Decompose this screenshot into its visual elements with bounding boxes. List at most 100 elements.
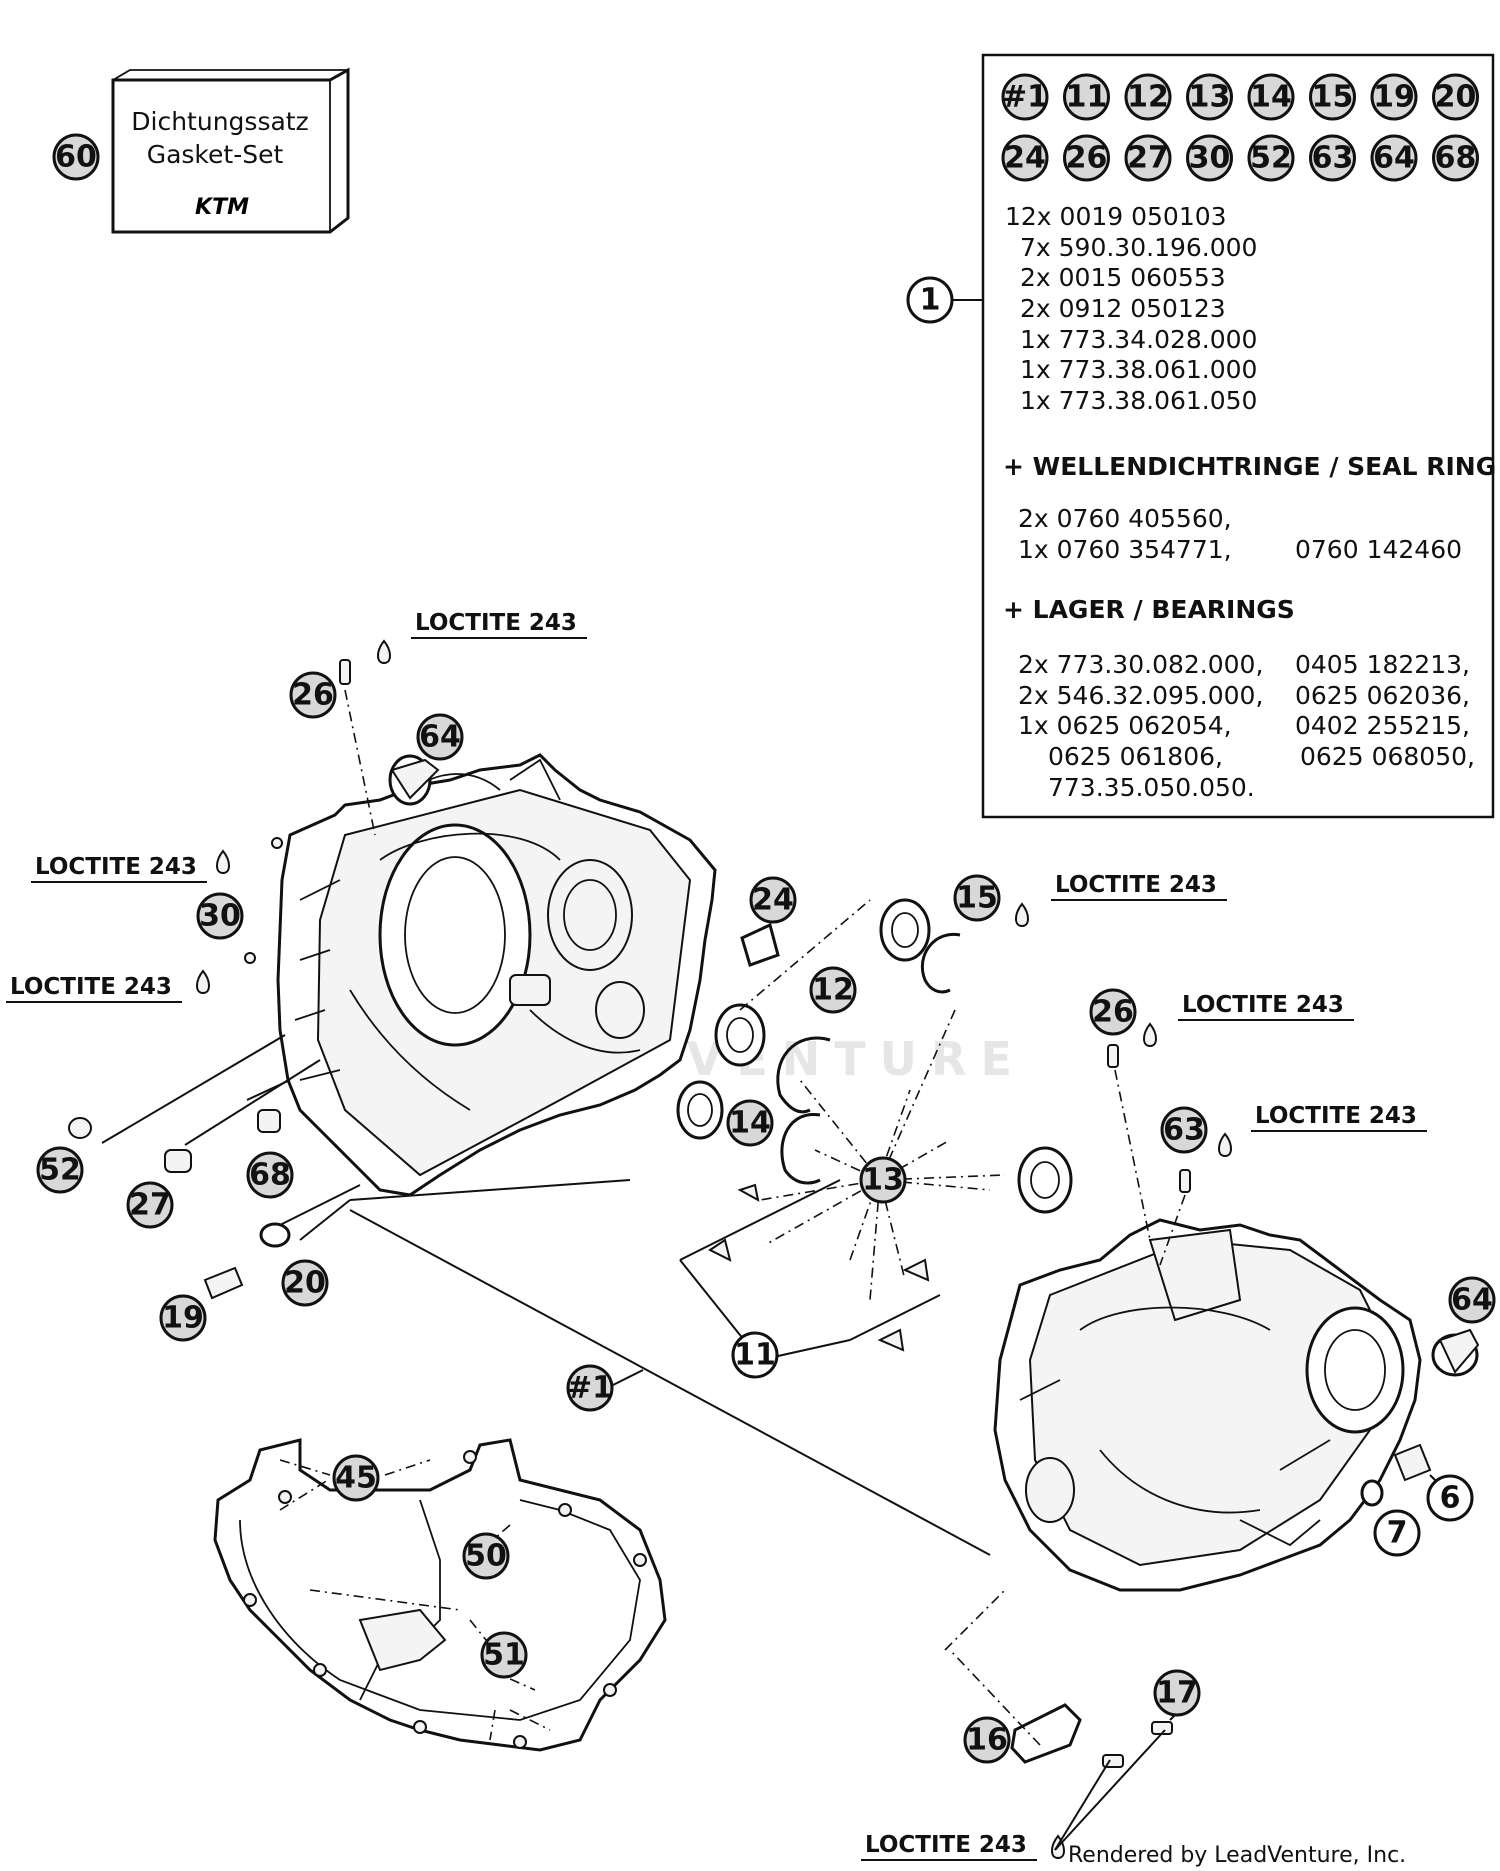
- loctite-note-6: LOCTITE 243: [1218, 1103, 1427, 1158]
- kit-badge-hash1: #1: [1001, 73, 1049, 121]
- kit-badges-row2: 24 26 27 30 52 63 64 68: [1001, 134, 1479, 182]
- callout-30-2-label: 30: [199, 899, 241, 934]
- callout-64-1: 64: [416, 713, 464, 761]
- callout-27-9-label: 27: [129, 1188, 171, 1223]
- gasket-set-line2: Gasket-Set: [147, 140, 284, 169]
- callout-26-0-label: 26: [292, 678, 334, 713]
- loctite-note-2: LOCTITE 243: [31, 849, 230, 883]
- kit-part-3: 2x 0015 060553: [1020, 263, 1226, 292]
- kit-badge-19-label: 19: [1373, 80, 1415, 115]
- callout-1-label: 1: [920, 283, 941, 318]
- callout-63-16: 63: [1160, 1106, 1208, 1154]
- kit-badge-14: 14: [1247, 73, 1295, 121]
- kit-part-4: 2x 0912 050123: [1020, 294, 1226, 323]
- callout-6-18-label: 6: [1440, 1481, 1461, 1516]
- callout-11-13: 11: [731, 1331, 779, 1379]
- callout-17-24: 17: [1153, 1669, 1201, 1717]
- right-crankcase-half: [993, 1218, 1422, 1592]
- loctite-label: LOCTITE 243: [865, 1832, 1027, 1858]
- kit-badge-27: 27: [1124, 134, 1172, 182]
- callout-6-18: 6: [1426, 1474, 1474, 1522]
- kit-badge-12: 12: [1124, 73, 1172, 121]
- kit-badge-63: 63: [1309, 134, 1356, 182]
- bearing-right-4: 0625 068050,: [1300, 742, 1475, 771]
- kit-badge-63-label: 63: [1312, 141, 1354, 176]
- seal-ring-right: 0760 142460: [1295, 535, 1462, 564]
- callout-hash1-14-label: #1: [567, 1371, 613, 1406]
- callout-27-9: 27: [126, 1181, 174, 1229]
- kit-badges-row1: #1 11 12 13 14 15 19 20: [1001, 73, 1479, 121]
- kit-badge-64-label: 64: [1373, 141, 1415, 176]
- callout-20-11: 20: [281, 1259, 329, 1307]
- kit-badge-19: 19: [1370, 73, 1418, 121]
- kit-badge-64: 64: [1370, 134, 1418, 182]
- bearing-left-2: 2x 546.32.095.000,: [1018, 681, 1263, 710]
- callout-14-6: 14: [726, 1099, 774, 1147]
- leader-lines: [101, 689, 1441, 1851]
- kit-badge-20: 20: [1432, 73, 1479, 121]
- kit-part-5: 1x 773.34.028.000: [1020, 325, 1257, 354]
- footer-credit: Rendered by LeadVenture, Inc.: [1068, 1843, 1406, 1868]
- callout-63-16-label: 63: [1163, 1113, 1205, 1148]
- callout-20-11-label: 20: [284, 1266, 326, 1301]
- callout-14-6-label: 14: [729, 1106, 771, 1141]
- kit-badge-30: 30: [1186, 134, 1233, 182]
- callout-26-15: 26: [1089, 988, 1137, 1036]
- kit-badge-26-label: 26: [1066, 141, 1108, 176]
- kit-badge-13: 13: [1186, 73, 1233, 121]
- loctite-note-3: LOCTITE 243: [6, 969, 210, 1003]
- bearing-right-2: 0625 062036,: [1295, 681, 1470, 710]
- bearing-left-5: 773.35.050.050.: [1048, 773, 1255, 802]
- kit-badge-26: 26: [1063, 134, 1110, 182]
- callout-1: 1: [906, 276, 983, 324]
- kit-badge-15: 15: [1309, 73, 1356, 121]
- callout-19-12: 19: [159, 1294, 207, 1342]
- loctite-drop-icon: [196, 969, 210, 995]
- callout-50-21: 50: [462, 1532, 510, 1580]
- kit-badge-24-label: 24: [1004, 141, 1046, 176]
- gasket-set-line1: Dichtungssatz: [131, 107, 308, 136]
- loctite-label: LOCTITE 243: [1182, 992, 1344, 1018]
- callout-15-4: 15: [953, 874, 1001, 922]
- loctite-drop-icon: [377, 639, 391, 665]
- callout-60: 60: [52, 133, 100, 181]
- loctite-drop-icon: [1015, 902, 1029, 928]
- kit-badge-52: 52: [1247, 134, 1295, 182]
- callout-64-1-label: 64: [419, 720, 461, 755]
- callout-24-3-label: 24: [752, 883, 794, 918]
- loctite-label: LOCTITE 243: [10, 974, 172, 1000]
- kit-badge-68-label: 68: [1435, 141, 1477, 176]
- loctite-label: LOCTITE 243: [1055, 872, 1217, 898]
- callout-16-23: 16: [963, 1716, 1011, 1764]
- callout-68-10-label: 68: [249, 1158, 291, 1193]
- kit-badge-68: 68: [1432, 134, 1479, 182]
- loctite-label: LOCTITE 243: [415, 610, 577, 636]
- kit-part-2: 7x 590.30.196.000: [1020, 233, 1257, 262]
- callout-12-5-label: 12: [812, 973, 854, 1008]
- loctite-drop-icon: [1143, 1022, 1157, 1048]
- bearing-left-3: 1x 0625 062054,: [1018, 711, 1232, 740]
- kit-part-6: 1x 773.38.061.000: [1020, 355, 1257, 384]
- callout-52-8-label: 52: [39, 1153, 81, 1188]
- gasket-set-box: Dichtungssatz Gasket-Set KTM: [111, 67, 350, 234]
- kit-badge-20-label: 20: [1435, 80, 1477, 115]
- small-parts: [68, 659, 1480, 1768]
- ktm-logo: KTM: [195, 195, 249, 220]
- callout-7-19: 7: [1373, 1509, 1421, 1557]
- callout-60-label: 60: [55, 140, 97, 175]
- callout-52-8: 52: [36, 1146, 84, 1194]
- callout-12-5: 12: [809, 966, 857, 1014]
- callout-13-7-label: 13: [862, 1163, 904, 1198]
- kit-badge-12-label: 12: [1127, 80, 1169, 115]
- callout-17-24-label: 17: [1156, 1676, 1198, 1711]
- bearing-left-1: 2x 773.30.082.000,: [1018, 650, 1263, 679]
- callout-30-2: 30: [196, 892, 244, 940]
- callout-50-21-label: 50: [465, 1539, 507, 1574]
- loctite-note-1: LOCTITE 243: [377, 610, 587, 665]
- kit-badge-11: 11: [1063, 73, 1110, 121]
- bearing-left-4: 0625 061806,: [1048, 742, 1223, 771]
